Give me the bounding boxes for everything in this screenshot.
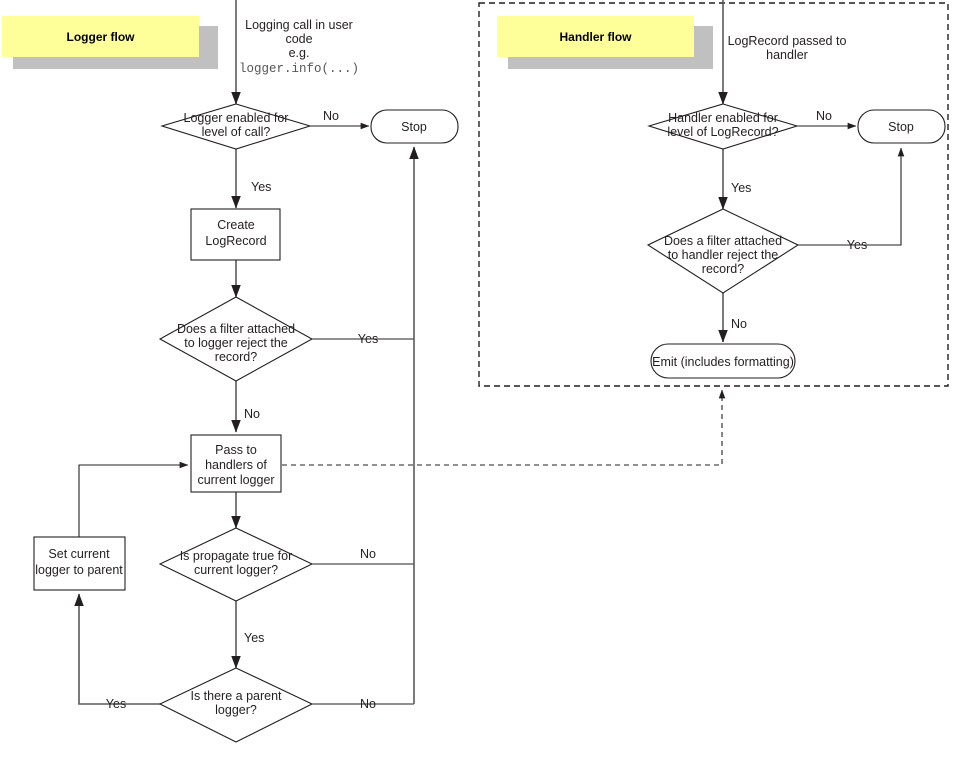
logger-flow-banner: Logger flow xyxy=(2,16,199,57)
logger-flow-banner-label: Logger flow xyxy=(66,29,135,44)
edge-label-handler-filter-yes: Yes xyxy=(847,238,867,252)
edge-label-parent-no: No xyxy=(360,697,376,711)
node-pass-to-handlers-line2: handlers of xyxy=(205,458,267,472)
node-has-parent[interactable] xyxy=(158,667,314,743)
logger-entry-text-line2: code xyxy=(285,32,312,46)
edge-handler-filter-yes xyxy=(798,147,905,246)
node-handler-filter-line2: to handler reject the xyxy=(668,248,779,262)
node-set-parent-line2: logger to parent xyxy=(35,563,123,577)
logger-entry-text-code: logger.info(...) xyxy=(239,62,359,76)
edge-label-logger-enabled-yes: Yes xyxy=(251,180,271,194)
node-is-propagate-line1: Is propagate true for xyxy=(180,549,293,563)
edge-label-handler-filter-no: No xyxy=(731,317,747,331)
node-logger-filter[interactable] xyxy=(158,296,314,382)
handler-flow-banner: Handler flow xyxy=(497,16,694,57)
edge-label-propagate-yes: Yes xyxy=(244,631,264,645)
node-create-logrecord-line1: Create xyxy=(217,218,255,232)
node-create-logrecord[interactable] xyxy=(190,208,281,261)
node-logger-filter-line1: Does a filter attached xyxy=(177,322,295,336)
edge-label-logger-filter-yes: Yes xyxy=(358,332,378,346)
logger-entry-text-line1: Logging call in user xyxy=(245,18,353,32)
node-logger-filter-line2: to logger reject the xyxy=(184,336,288,350)
node-handler-stop-label: Stop xyxy=(888,120,914,134)
node-handler-filter-line3: record? xyxy=(702,262,744,276)
node-is-propagate-line2: current logger? xyxy=(194,563,278,577)
edge-set-parent-to-pass xyxy=(78,461,189,537)
handler-flow-banner-label: Handler flow xyxy=(559,29,632,44)
edge-label-handler-enabled-no: No xyxy=(816,109,832,123)
node-emit-label: Emit (includes formatting) xyxy=(652,355,794,369)
handler-flow-group-box xyxy=(478,2,949,387)
node-logger-enabled-line2: level of call? xyxy=(202,125,271,139)
handler-entry-text-line2: handler xyxy=(766,48,808,62)
edge-label-handler-enabled-yes: Yes xyxy=(731,181,751,195)
node-handler-enabled[interactable] xyxy=(647,103,799,150)
node-create-logrecord-line2: LogRecord xyxy=(205,234,266,248)
edge-label-logger-filter-no: No xyxy=(244,407,260,421)
node-handler-stop[interactable] xyxy=(857,109,946,144)
node-emit[interactable] xyxy=(650,343,796,379)
node-handler-filter-line1: Does a filter attached xyxy=(664,234,782,248)
node-handler-enabled-line2: level of LogRecord? xyxy=(667,125,778,139)
node-logger-enabled[interactable] xyxy=(160,103,312,150)
node-handler-enabled-line1: Handler enabled for xyxy=(668,111,778,125)
handler-entry-text-line1: LogRecord passed to xyxy=(728,34,847,48)
logger-entry-text-line3: e.g. xyxy=(289,46,310,60)
edge-parent-yes xyxy=(74,593,161,705)
node-is-propagate[interactable] xyxy=(158,527,314,602)
node-logger-stop[interactable] xyxy=(370,109,459,144)
node-has-parent-line2: logger? xyxy=(215,703,257,717)
edge-pass-to-emit-dashed xyxy=(282,389,726,466)
edge-label-logger-enabled-no: No xyxy=(323,109,339,123)
node-pass-to-handlers-line1: Pass to xyxy=(215,443,257,457)
node-logger-stop-label: Stop xyxy=(401,120,427,134)
edge-label-propagate-no: No xyxy=(360,547,376,561)
edge-label-parent-yes: Yes xyxy=(106,697,126,711)
node-has-parent-line1: Is there a parent xyxy=(190,689,282,703)
node-pass-to-handlers[interactable] xyxy=(190,434,282,493)
node-handler-filter[interactable] xyxy=(646,208,800,294)
node-set-current-logger-to-parent[interactable] xyxy=(33,536,126,591)
node-logger-enabled-line1: Logger enabled for xyxy=(184,111,289,125)
node-set-parent-line1: Set current xyxy=(48,547,110,561)
node-logger-filter-line3: record? xyxy=(215,350,257,364)
node-pass-to-handlers-line3: current logger xyxy=(197,473,274,487)
